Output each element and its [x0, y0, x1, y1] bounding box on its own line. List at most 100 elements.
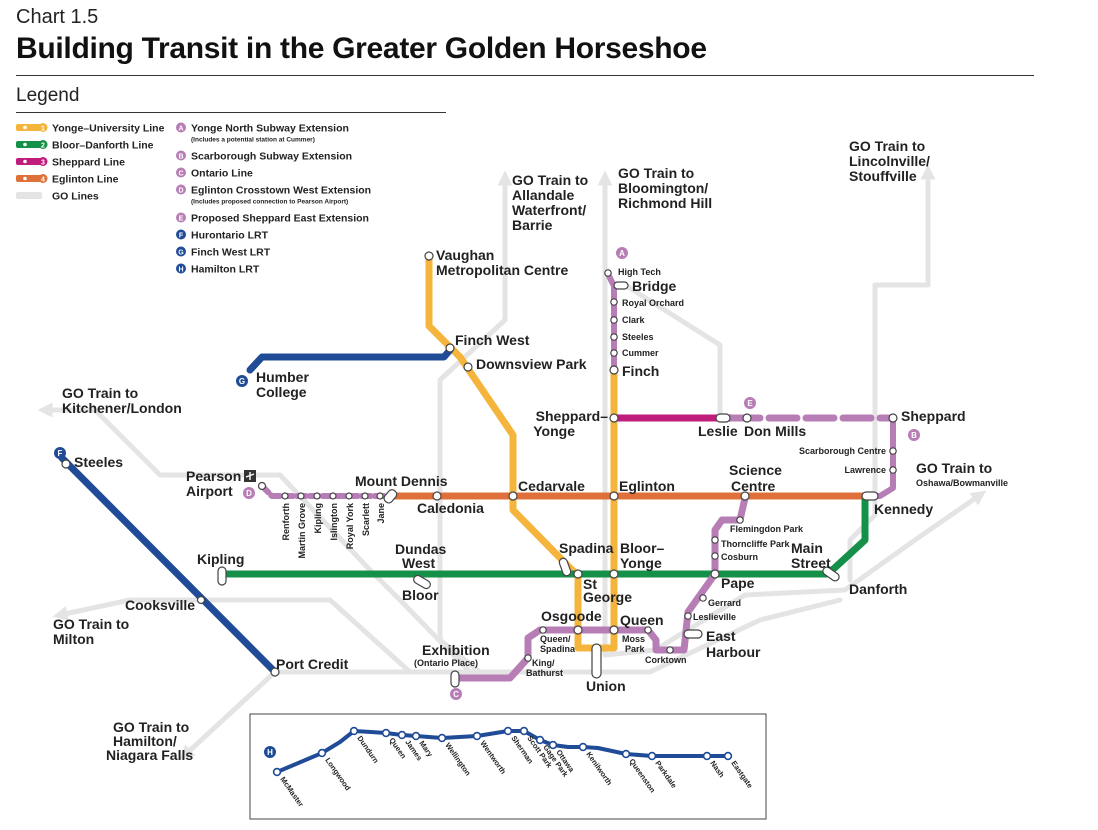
station-label-port-credit: Port Credit — [276, 656, 349, 672]
station-dot — [329, 492, 337, 500]
hamilton-stop-dot — [472, 731, 482, 741]
station-label-osgoode: Osgoode — [541, 608, 602, 624]
station-label-islington: Islington — [329, 503, 339, 541]
station-dot — [558, 557, 572, 577]
station-dot — [196, 595, 206, 605]
marker-b-letter: B — [911, 431, 917, 440]
lrt-hurontario — [58, 454, 279, 676]
station-dots — [61, 251, 898, 688]
station-label-dundas-west: West — [402, 555, 436, 571]
station-dot — [508, 491, 518, 501]
station-dot — [413, 574, 431, 590]
station-dot — [445, 343, 455, 353]
legend-line-label: Bloor–Danforth Line — [52, 140, 154, 152]
legend-project-letter: D — [178, 188, 183, 195]
station-dot — [573, 625, 583, 635]
station-label-ontario-place: (Ontario Place) — [414, 658, 478, 668]
station-label-st-george: George — [583, 589, 632, 605]
marker-c-icon — [450, 688, 462, 700]
legend-project-h: H Hamilton LRT — [176, 263, 260, 276]
station-label-scarlett: Scarlett — [361, 503, 371, 536]
station-label-bloor-yonge: Yonge — [620, 555, 662, 571]
legend-swatch — [16, 124, 42, 131]
station-label-sheppard-yonge: Yonge — [533, 423, 575, 439]
station-dot — [609, 365, 619, 375]
station-dot — [609, 569, 619, 579]
station-label-royal-orchard: Royal Orchard — [622, 298, 684, 308]
station-label-royal-york: Royal York — [345, 502, 355, 549]
station-dot — [711, 552, 719, 560]
station-dot — [609, 625, 619, 635]
station-label-steeles-yonge: Steeles — [622, 332, 654, 342]
station-label-exhibition: Exhibition — [422, 642, 490, 658]
hamilton-stop-dot — [647, 751, 657, 761]
station-dot — [345, 492, 353, 500]
hamilton-stop-dot — [723, 751, 733, 761]
legend-project-marker — [176, 150, 186, 161]
station-dot — [450, 670, 460, 688]
legend-project-a: A Yonge North Subway Extension (Includes… — [176, 122, 349, 144]
station-label-leslieville: Leslieville — [693, 612, 736, 622]
legend-line-badge — [38, 157, 48, 166]
page-title: Building Transit in the Greater Golden H… — [16, 32, 707, 65]
legend-swatch-dot — [23, 159, 27, 164]
marker-c-letter: C — [453, 690, 459, 699]
station-label-queen: Queen — [620, 612, 664, 628]
legend-project-label: Finch West LRT — [191, 247, 271, 259]
station-dot — [666, 646, 674, 654]
legend-project-g: G Finch West LRT — [176, 246, 271, 259]
legend-line-label: Eglinton Line — [52, 174, 119, 186]
station-label-scarborough-centre: Scarborough Centre — [799, 446, 886, 456]
go-kitchener-label: GO Train to — [62, 385, 138, 401]
station-dot — [740, 491, 750, 501]
station-label-main-street: Main — [791, 540, 823, 556]
go-hamilton-label: GO Train to — [113, 719, 189, 735]
station-label-sheppard-yonge: Sheppard– — [536, 408, 609, 424]
station-dot — [361, 492, 369, 500]
legend-line-badge — [38, 140, 48, 149]
legend-line-sheppard: 3 Sheppard Line — [16, 157, 125, 169]
legend-swatch — [16, 192, 42, 199]
go-line-union-corridor — [437, 597, 843, 675]
legend-project-c: C Ontario Line — [176, 167, 253, 180]
legend-project-marker — [176, 122, 186, 133]
station-label-leslie: Leslie — [698, 423, 738, 439]
legend-project-b: B Scarborough Subway Extension — [176, 150, 352, 163]
station-label-vaughan: Metropolitan Centre — [436, 262, 568, 278]
lrt-finch-west — [246, 346, 454, 374]
station-label-mount-dennis: Mount Dennis — [355, 473, 448, 489]
station-label-renforth: Renforth — [281, 503, 291, 541]
go-bloomington-label: Bloomington/ — [618, 180, 708, 196]
station-dot — [644, 626, 652, 634]
station-label-corktown: Corktown — [645, 655, 687, 665]
legend-line-number: 3 — [41, 160, 45, 167]
marker-h-icon — [264, 746, 276, 758]
marker-a-icon — [616, 247, 628, 259]
go-oshawa-sub-label: Oshawa/Bowmanville — [916, 478, 1008, 488]
legend-project-note: (Includes proposed connection to Pearson… — [191, 199, 348, 206]
go-milton-label: GO Train to — [53, 616, 129, 632]
station-dot — [257, 481, 267, 491]
station-label-moss-park: Moss — [622, 634, 645, 644]
station-dot — [888, 413, 898, 423]
legend-project-e: E Proposed Sheppard East Extension — [176, 212, 369, 225]
station-label-martin-grove: Martin Grove — [297, 503, 307, 559]
station-label-sheppard-east: Sheppard — [901, 408, 966, 424]
lrt-hamilton — [275, 729, 730, 774]
legend-line-number: 2 — [41, 143, 45, 150]
station-label-eglinton: Eglinton — [619, 478, 675, 494]
legend-line-go: GO Lines — [16, 191, 99, 203]
station-label-humber: Humber — [256, 369, 309, 385]
station-dot — [539, 626, 547, 634]
marker-b-icon — [908, 429, 920, 441]
station-dot — [297, 492, 305, 500]
go-destination-labels: GO Train to Allandale Waterfront/ Barrie… — [53, 138, 1008, 763]
go-lincolnville-label: GO Train to — [849, 138, 925, 154]
hamilton-stop-dot — [548, 740, 558, 750]
station-dot — [591, 643, 602, 679]
station-label-cedarvale: Cedarvale — [518, 478, 585, 494]
legend-swatch-dot — [23, 176, 27, 181]
station-label-spadina: Spadina — [559, 540, 614, 556]
title-rule — [16, 75, 1034, 76]
station-label-science-centre: Centre — [731, 478, 776, 494]
